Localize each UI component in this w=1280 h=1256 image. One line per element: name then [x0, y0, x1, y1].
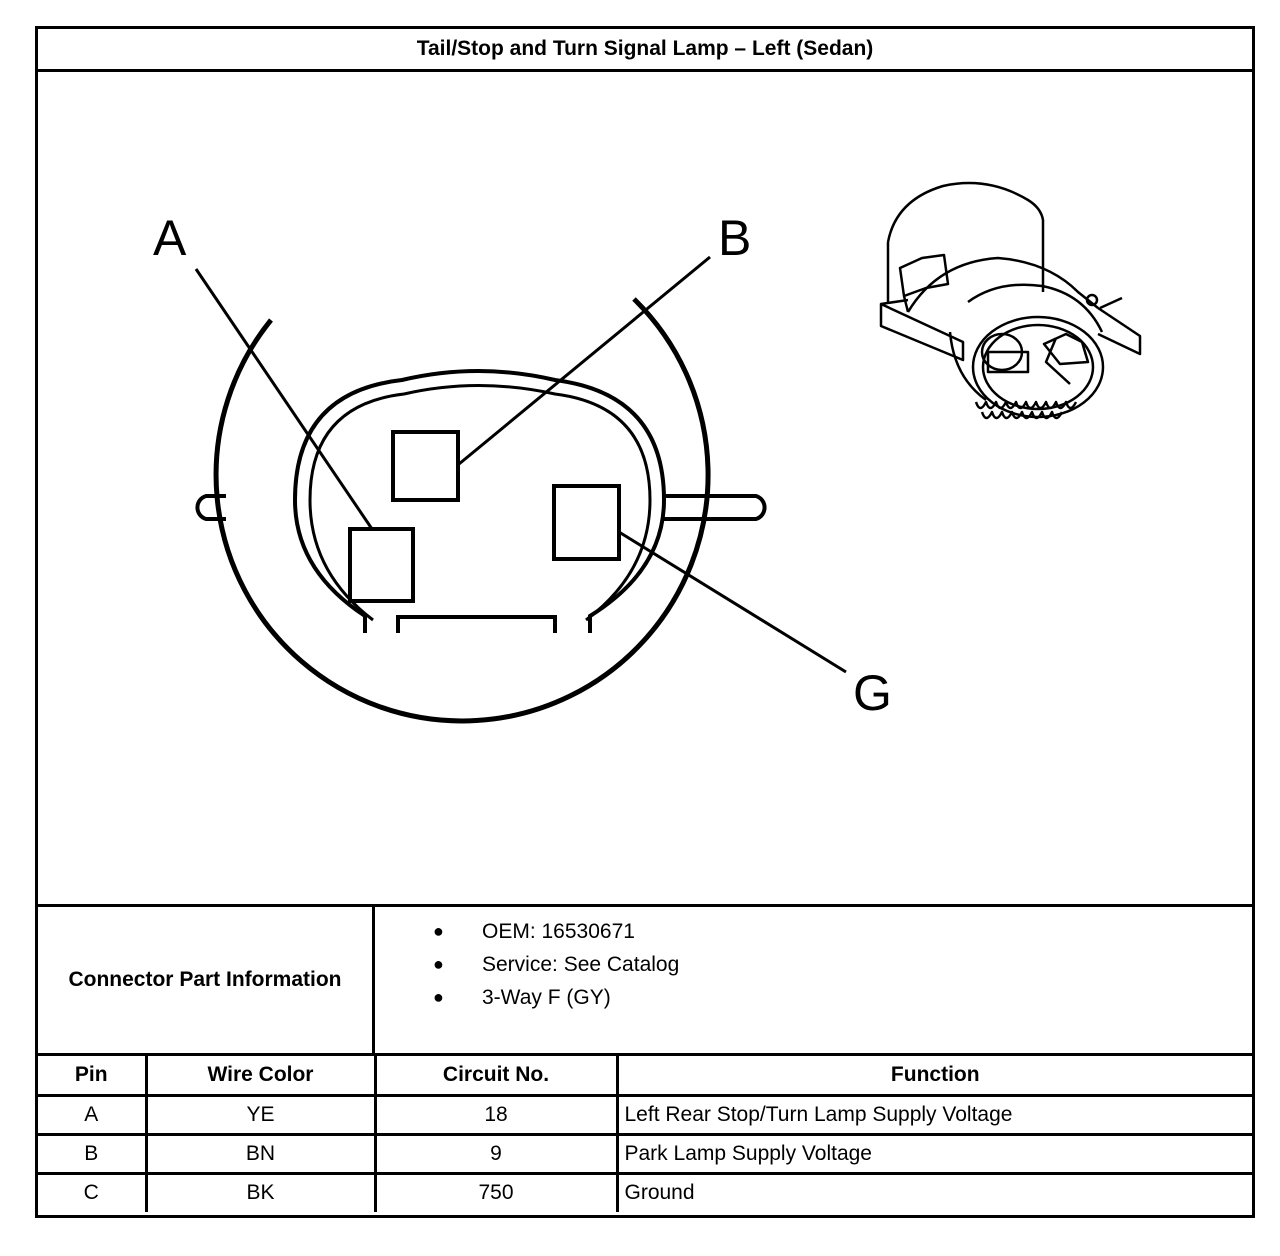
connector-isometric-illustration [879, 181, 1142, 420]
connector-part-information: Connector Part Information ● OEM: 1653067… [38, 904, 1252, 1056]
cell-circuit-no: 9 [375, 1134, 619, 1175]
connector-info-item-type: ● 3-Way F (GY) [375, 981, 679, 1014]
table-row: A YE 18 Left Rear Stop/Turn Lamp Supply … [38, 1095, 1252, 1136]
cell-circuit-no: 18 [375, 1095, 619, 1136]
connector-info-item-service: ● Service: See Catalog [375, 948, 679, 981]
leader-line-g [618, 530, 847, 674]
header-pin: Pin [38, 1056, 148, 1097]
pin-table-header-row: Pin Wire Color Circuit No. Function [38, 1056, 1252, 1097]
connector-info-label: Connector Part Information [38, 907, 375, 1053]
leader-line-b [458, 255, 711, 466]
cell-circuit-no: 750 [375, 1173, 619, 1212]
terminal-g-cavity [552, 484, 621, 561]
header-function: Function [617, 1056, 1252, 1097]
terminal-a-cavity [348, 527, 415, 603]
bullet-icon: ● [433, 921, 444, 941]
bullet-icon: ● [433, 954, 444, 974]
cell-wire-color: BK [146, 1173, 377, 1212]
header-circuit-no: Circuit No. [375, 1056, 619, 1097]
leader-line-a [194, 268, 374, 530]
cell-wire-color: BN [146, 1134, 377, 1175]
cell-function: Park Lamp Supply Voltage [617, 1134, 1252, 1175]
connector-info-item-text: 3-Way F (GY) [482, 986, 611, 1009]
connector-info-list: ● OEM: 16530671 ● Service: See Catalog ● 3-… [375, 915, 679, 1014]
connector-info-item-text: OEM: 16530671 [482, 920, 635, 943]
table-row: B BN 9 Park Lamp Supply Voltage [38, 1134, 1252, 1175]
header-wire-color: Wire Color [146, 1056, 377, 1097]
cell-pin: B [38, 1134, 148, 1175]
table-row: C BK 750 Ground [38, 1173, 1252, 1212]
page-title: Tail/Stop and Turn Signal Lamp – Left (S… [38, 29, 1252, 72]
cell-wire-color: YE [146, 1095, 377, 1136]
connector-cavity-inner [308, 384, 652, 622]
connector-info-item-oem: ● OEM: 16530671 [375, 915, 679, 948]
cell-pin: A [38, 1095, 148, 1136]
connector-info-item-text: Service: See Catalog [482, 953, 680, 976]
connector-sheet: Tail/Stop and Turn Signal Lamp – Left (S… [35, 26, 1255, 1218]
label-a: A [153, 210, 187, 266]
label-g: G [853, 665, 892, 721]
connector-diagram: A B G [38, 72, 1252, 904]
cell-function: Left Rear Stop/Turn Lamp Supply Voltage [617, 1095, 1252, 1136]
terminal-b-cavity [391, 430, 460, 502]
label-b: B [718, 210, 751, 266]
connector-cavity-outer [292, 369, 667, 633]
connector-key-slot [396, 615, 557, 633]
left-mounting-tab [195, 494, 226, 521]
cell-function: Ground [624, 1181, 695, 1205]
connector-face-drawing: A B G [153, 181, 1142, 724]
cell-pin: C [38, 1173, 148, 1212]
right-mounting-tab [663, 494, 767, 521]
bullet-icon: ● [433, 987, 444, 1007]
pin-table: Pin Wire Color Circuit No. Function A YE… [38, 1056, 1252, 1212]
connector-outer-ring [213, 297, 711, 724]
